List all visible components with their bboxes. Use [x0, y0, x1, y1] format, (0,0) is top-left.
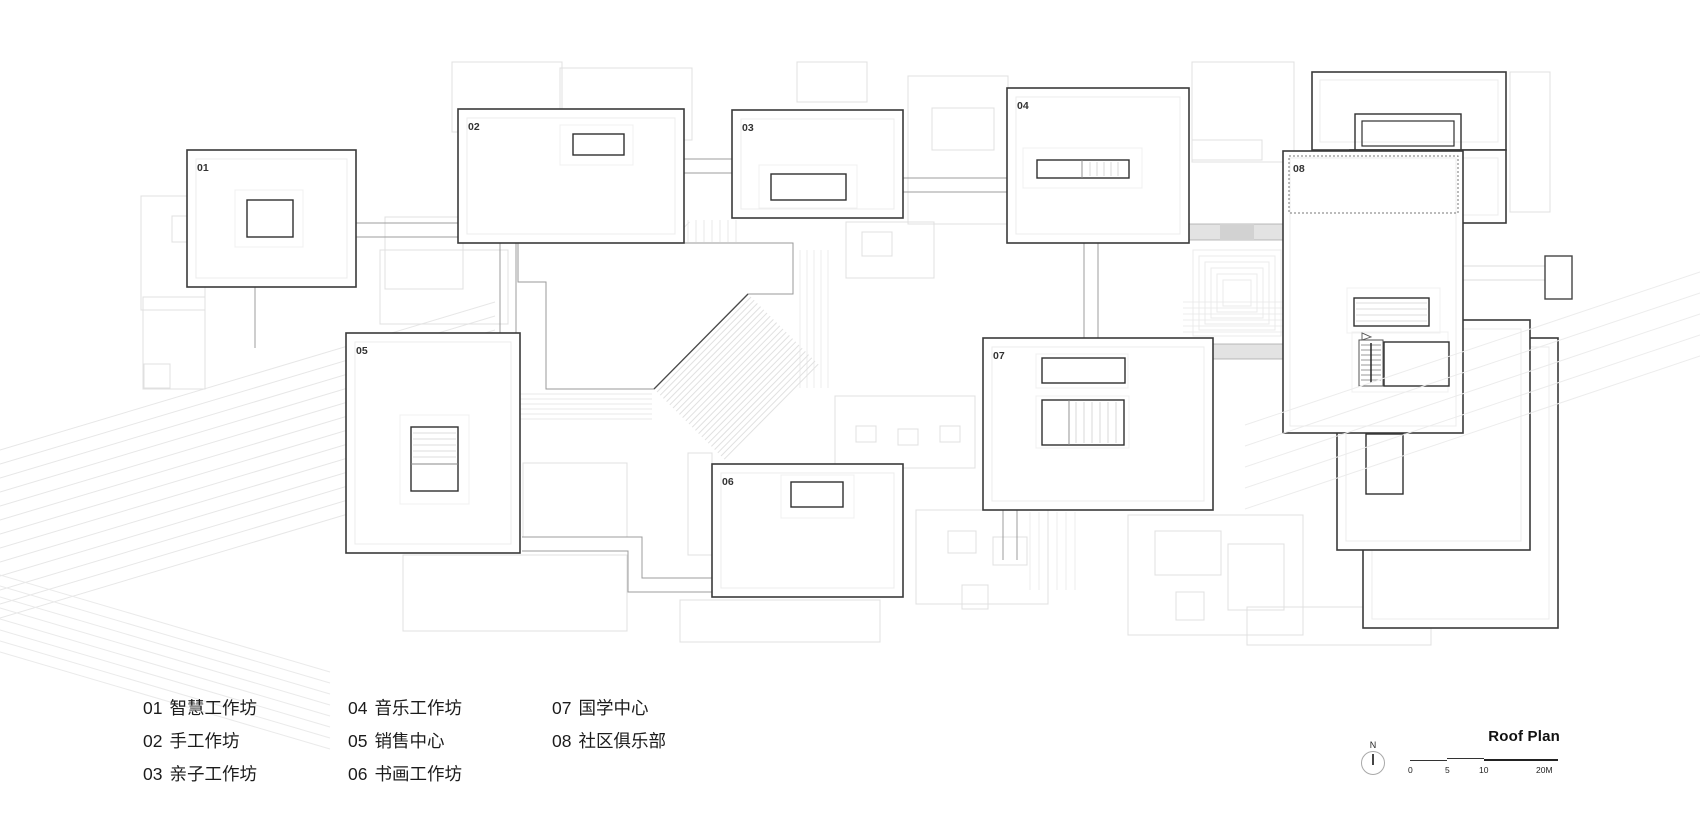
- legend-column-1: 01 智慧工作坊 02 手工作坊 03 亲子工作坊: [143, 692, 257, 791]
- legend-item-number: 08: [552, 731, 572, 751]
- background-courtyards: [140, 61, 1551, 646]
- building-roof-02: 02: [457, 108, 685, 244]
- legend-item-05: 05 销售中心: [348, 725, 462, 758]
- building-number-label: 04: [1017, 100, 1029, 112]
- scale-label: 20M: [1536, 765, 1553, 775]
- skylight: [1041, 399, 1125, 446]
- legend-item-name: 手工作坊: [169, 731, 240, 751]
- legend-item-06: 06 书画工作坊: [348, 758, 462, 791]
- skylight: [246, 199, 294, 238]
- skylight: [410, 426, 459, 492]
- legend-item-number: 07: [552, 698, 572, 718]
- skylight: [1353, 297, 1430, 327]
- legend-item-name: 国学中心: [578, 698, 649, 718]
- legend-item-name: 智慧工作坊: [169, 698, 257, 718]
- building-number-label: 08: [1293, 163, 1305, 175]
- north-needle-icon: [1372, 754, 1374, 765]
- skylight: [770, 173, 847, 201]
- legend-item-01: 01 智慧工作坊: [143, 692, 257, 725]
- north-label: N: [1369, 740, 1377, 750]
- building-number-label: 01: [197, 162, 209, 174]
- building-roof-05: 05: [345, 332, 521, 554]
- legend-item-08: 08 社区俱乐部: [552, 725, 666, 758]
- covered-links: [1188, 223, 1284, 360]
- legend-item-number: 01: [143, 698, 163, 718]
- building-roof-08: 08: [1282, 150, 1464, 434]
- scale-label: 5: [1445, 765, 1450, 775]
- legend-item-number: 03: [143, 764, 163, 784]
- legend-item-07: 07 国学中心: [552, 692, 666, 725]
- stair-icon: [1358, 332, 1384, 387]
- legend-item-04: 04 音乐工作坊: [348, 692, 462, 725]
- legend-item-name: 销售中心: [374, 731, 445, 751]
- corridors: [254, 158, 1099, 593]
- building-number-label: 02: [468, 121, 480, 133]
- building-roof-06: 06: [711, 463, 904, 598]
- site-contour-hatch: [0, 220, 1545, 750]
- right-site-diagonals: [1244, 271, 1700, 510]
- skylight: [1036, 159, 1130, 179]
- legend-item-name: 亲子工作坊: [169, 764, 257, 784]
- north-arrow: N: [1358, 740, 1388, 775]
- building-roof-03: 03: [731, 109, 904, 219]
- skylight: [572, 133, 625, 156]
- legend-column-3: 07 国学中心 08 社区俱乐部: [552, 692, 666, 758]
- scale-segment: [1410, 760, 1447, 761]
- legend-item-name: 音乐工作坊: [374, 698, 462, 718]
- scale-bar: 0 5 10 20M: [1400, 752, 1570, 780]
- skylight: [790, 481, 844, 508]
- legend-column-2: 04 音乐工作坊 05 销售中心 06 书画工作坊: [348, 692, 462, 791]
- building-number-label: 05: [356, 345, 368, 357]
- building-number-label: 07: [993, 350, 1005, 362]
- building-roof-04: 04: [1006, 87, 1190, 244]
- legend-item-number: 05: [348, 731, 368, 751]
- north-circle-icon: [1361, 751, 1385, 775]
- legend-item-03: 03 亲子工作坊: [143, 758, 257, 791]
- nested-wall-lines: [1192, 249, 1282, 337]
- scale-label: 0: [1408, 765, 1413, 775]
- legend-item-name: 书画工作坊: [374, 764, 462, 784]
- legend-item-number: 04: [348, 698, 368, 718]
- scale-label: 10: [1479, 765, 1489, 775]
- skylight: [1041, 357, 1126, 384]
- building-number-label: 06: [722, 476, 734, 488]
- scale-segment: [1484, 759, 1558, 761]
- building-roof-01: 01: [186, 149, 357, 288]
- scale-segment: [1447, 758, 1484, 759]
- skylight: [1365, 433, 1404, 495]
- building-roof-annex-top-right: [1311, 71, 1507, 154]
- legend-item-number: 06: [348, 764, 368, 784]
- page-title: Roof Plan: [1488, 728, 1560, 745]
- legend-item-number: 02: [143, 731, 163, 751]
- building-number-label: 03: [742, 122, 754, 134]
- legend-item-02: 02 手工作坊: [143, 725, 257, 758]
- skylight: [1383, 341, 1450, 387]
- legend-item-name: 社区俱乐部: [578, 731, 666, 751]
- plaza-amphitheater: [517, 221, 819, 460]
- far-right-small-roof: [1544, 255, 1573, 300]
- building-roof-07: 07: [982, 337, 1214, 511]
